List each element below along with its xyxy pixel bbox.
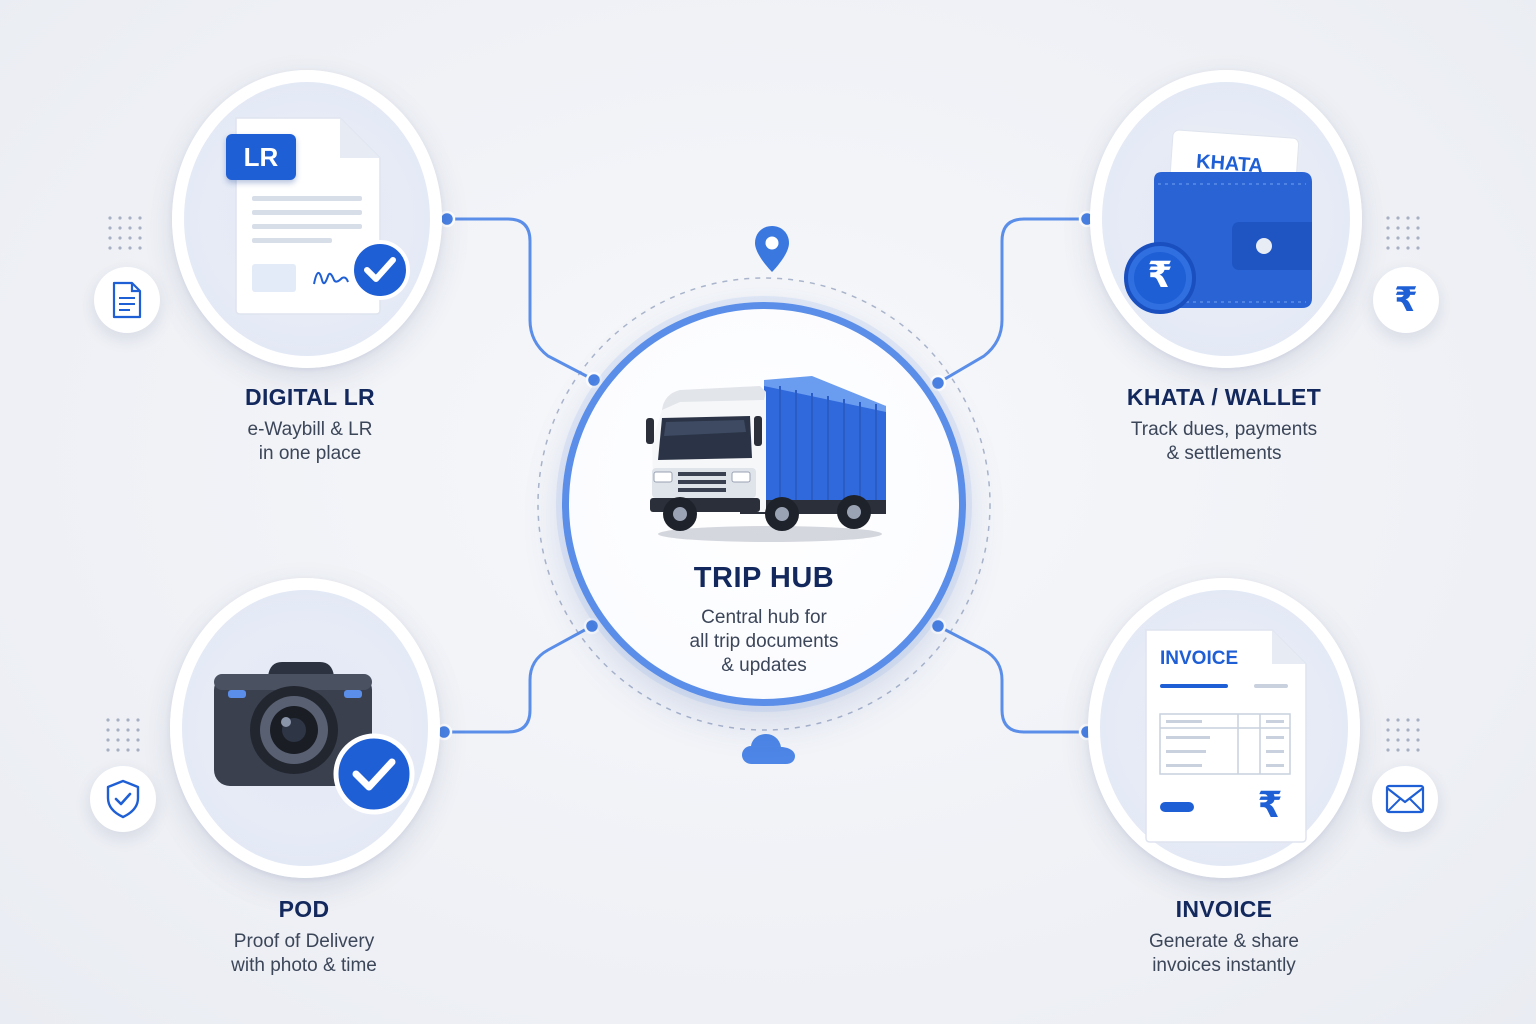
- location-pin-icon: [755, 226, 789, 272]
- khata-wallet-title: KHATA / WALLET: [1126, 384, 1322, 410]
- document-mini-button[interactable]: [94, 267, 160, 333]
- invoice-rupee-symbol: ₹: [1257, 784, 1283, 825]
- connector-dot: [585, 371, 603, 389]
- dot-grid-decoration: [108, 216, 142, 250]
- hub-title: TRIP HUB: [693, 562, 835, 594]
- camera-icon: [214, 662, 415, 815]
- pod-description: Proof of Delivery with photo & time: [231, 931, 377, 976]
- connector-invoice: [936, 624, 1089, 734]
- document-icon: [112, 281, 142, 319]
- invoice-title: INVOICE: [1175, 896, 1273, 922]
- rupee-mini-button[interactable]: ₹: [1373, 267, 1439, 333]
- dot-grid-decoration: [1386, 216, 1420, 250]
- connector-dot: [929, 617, 947, 635]
- cloud-icon: [742, 734, 795, 764]
- wallet-rupee-symbol: ₹: [1147, 254, 1173, 295]
- connector-dot: [929, 374, 947, 392]
- lr-badge: LR: [226, 134, 296, 180]
- mail-mini-button[interactable]: [1372, 766, 1438, 832]
- wallet-icon: [1124, 124, 1312, 314]
- digital-lr-description: e-Waybill & LR in one place: [247, 419, 373, 464]
- connector-lr: [445, 217, 596, 382]
- pod-title: POD: [278, 896, 330, 922]
- rupee-icon: ₹: [1394, 281, 1418, 319]
- connector-khata: [936, 217, 1089, 385]
- digital-lr-title: DIGITAL LR: [245, 384, 375, 410]
- truck-icon: [646, 376, 886, 542]
- invoice-document-icon: [1145, 629, 1307, 843]
- hub-description: Central hub for all trip documents & upd…: [689, 607, 839, 676]
- invoice-badge: INVOICE: [1160, 648, 1239, 669]
- hub-orbit-ring: [537, 277, 991, 731]
- dot-grid-decoration: [106, 718, 140, 752]
- connector-dot: [438, 210, 456, 228]
- mail-icon: [1385, 784, 1425, 814]
- dot-grid-decoration: [1386, 718, 1420, 752]
- shield-check-icon: [106, 779, 140, 819]
- connector-pod: [442, 624, 594, 734]
- khata-badge: KHATA: [1195, 150, 1264, 178]
- invoice-description: Generate & share invoices instantly: [1149, 931, 1299, 976]
- khata-wallet-description: Track dues, payments & settlements: [1130, 419, 1318, 464]
- connector-dot: [583, 617, 601, 635]
- shield-mini-button[interactable]: [90, 766, 156, 832]
